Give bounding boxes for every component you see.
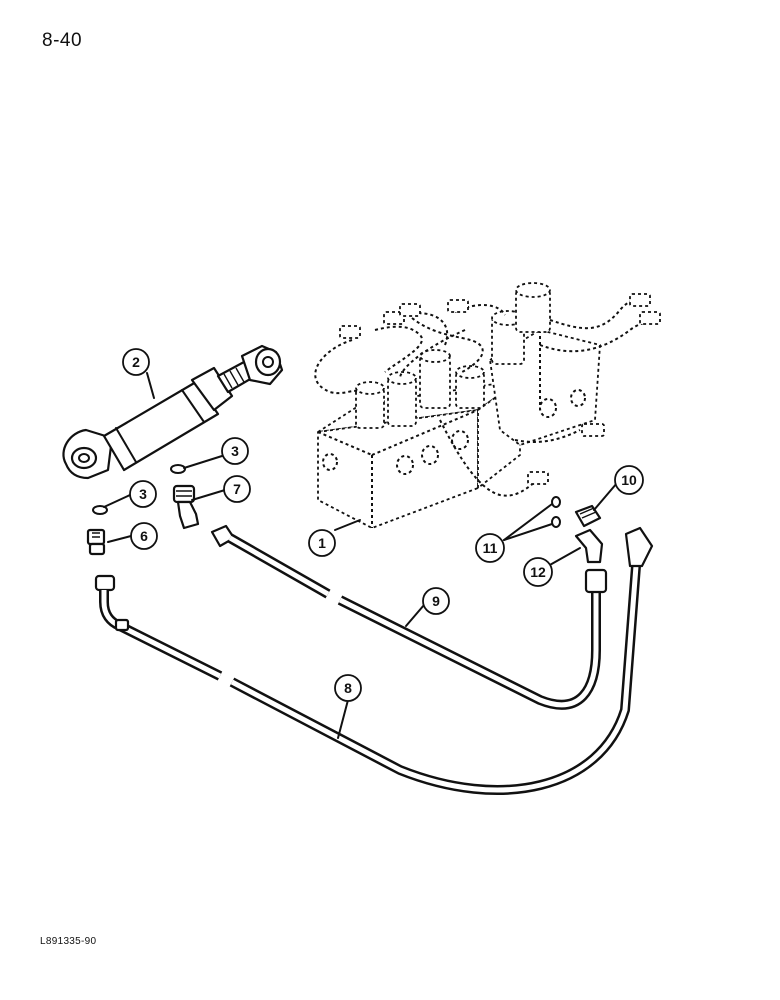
straight-fitting-6 xyxy=(86,528,106,556)
callout-3a: 3 xyxy=(221,437,249,465)
straight-fitting-10 xyxy=(574,504,602,528)
callout-label: 7 xyxy=(233,481,241,497)
callout-label: 12 xyxy=(530,564,546,580)
callout-8: 8 xyxy=(334,674,362,702)
elbow-fitting-7 xyxy=(172,484,200,530)
hose-9 xyxy=(210,524,608,710)
elbow-fitting-12 xyxy=(574,528,604,564)
callout-label: 3 xyxy=(139,486,147,502)
callout-label: 3 xyxy=(231,443,239,459)
callout-10: 10 xyxy=(614,465,644,495)
callout-label: 11 xyxy=(483,540,498,556)
callout-11: 11 xyxy=(475,533,505,563)
hydraulic-cylinder xyxy=(62,344,284,480)
callout-label: 9 xyxy=(432,593,440,609)
callout-1: 1 xyxy=(308,529,336,557)
callout-7: 7 xyxy=(223,475,251,503)
callout-3b: 3 xyxy=(129,480,157,508)
callout-12: 12 xyxy=(523,557,553,587)
callout-9: 9 xyxy=(422,587,450,615)
figure-code: L891335-90 xyxy=(40,936,97,947)
callout-label: 2 xyxy=(132,354,140,370)
o-ring-3a xyxy=(170,464,186,474)
hose-8 xyxy=(94,526,654,795)
control-valve xyxy=(314,282,661,529)
callout-label: 1 xyxy=(318,535,326,551)
callout-label: 8 xyxy=(344,680,352,696)
callout-2: 2 xyxy=(122,348,150,376)
page-number: 8-40 xyxy=(42,30,83,51)
o-ring-11a xyxy=(551,496,561,508)
callout-6: 6 xyxy=(130,522,158,550)
leader-lines xyxy=(103,372,618,739)
callout-label: 10 xyxy=(621,472,637,488)
callout-label: 6 xyxy=(140,528,148,544)
o-ring-3b xyxy=(92,505,108,515)
o-ring-11b xyxy=(551,516,561,528)
